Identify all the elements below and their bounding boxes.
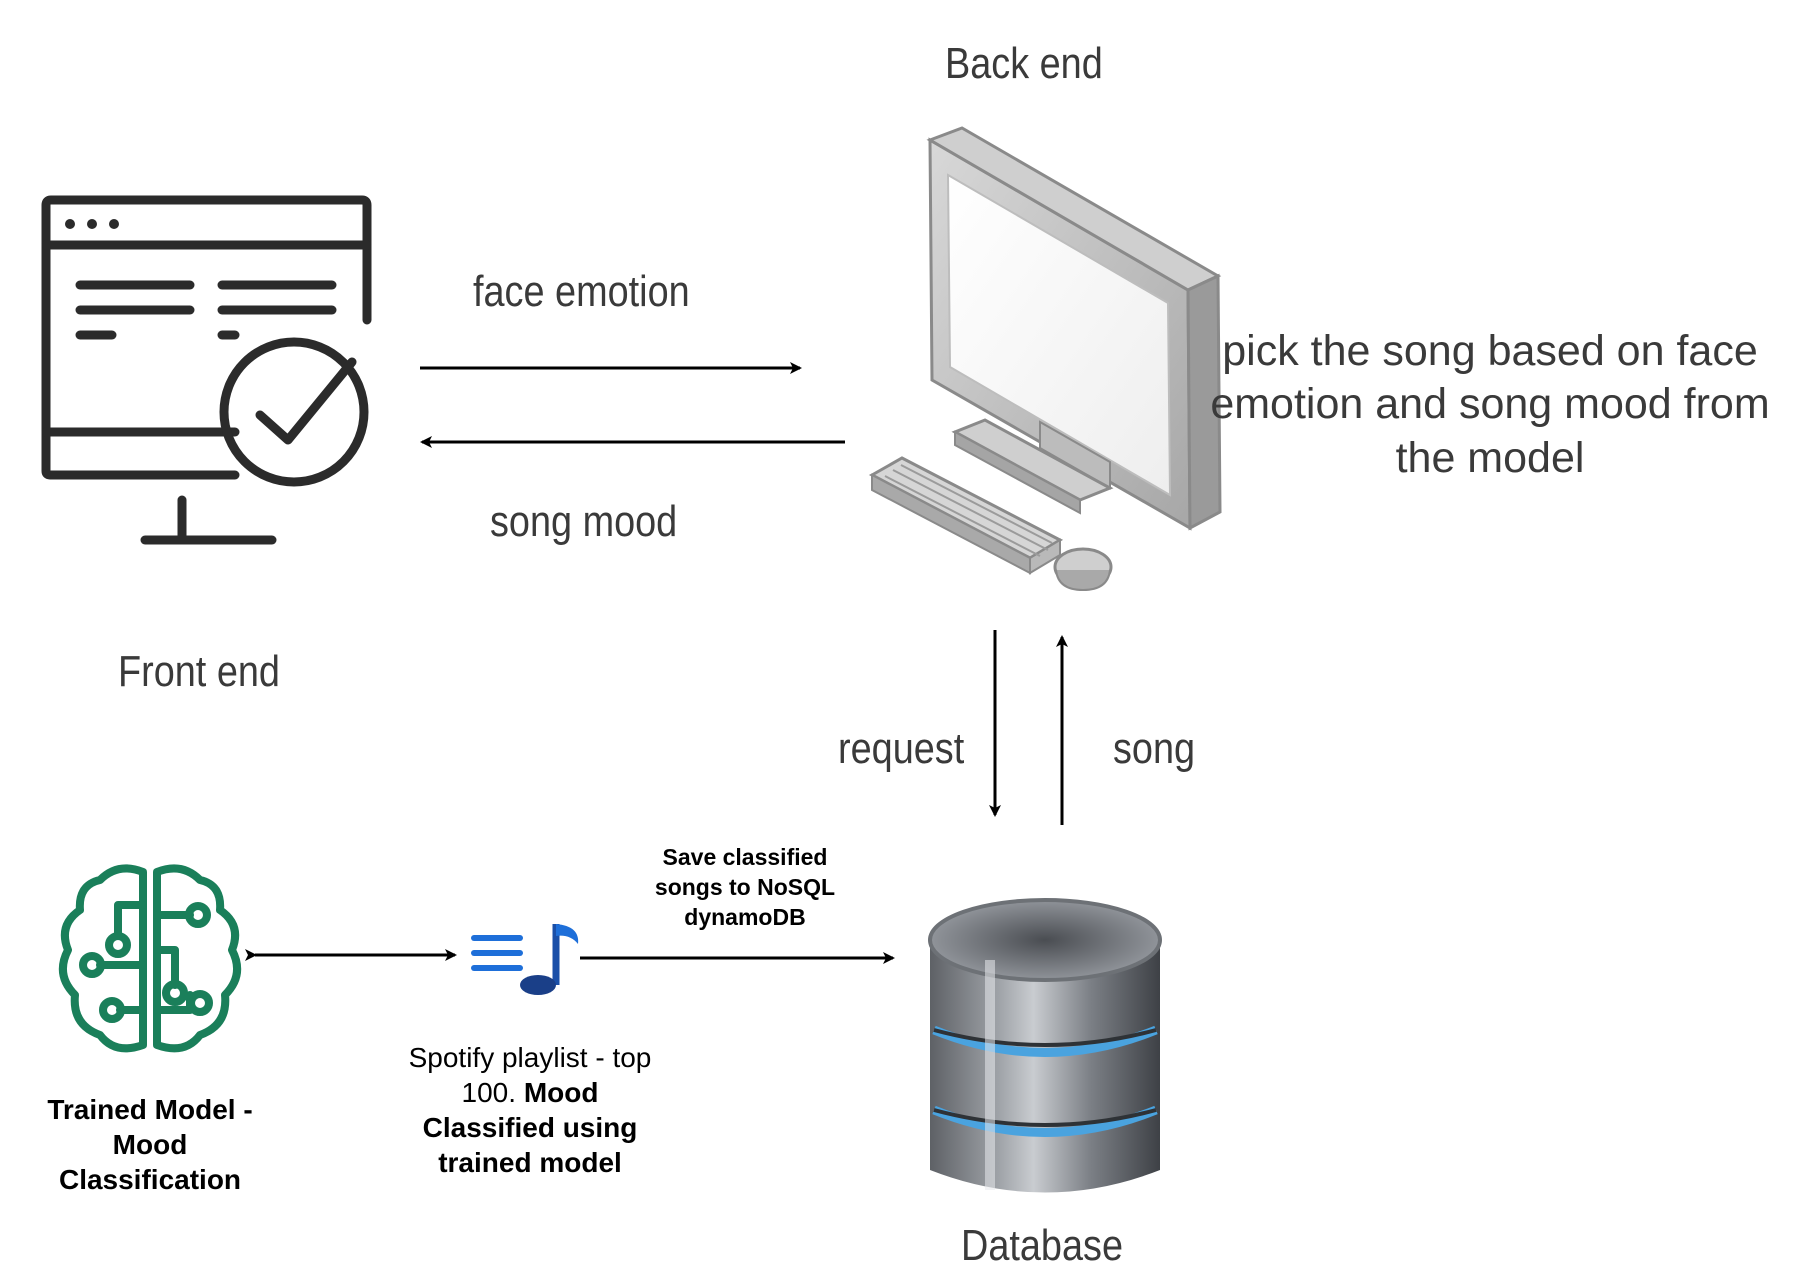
database-cylinder-icon <box>928 898 1162 1193</box>
model-label: Trained Model - Mood Classification <box>20 1092 280 1197</box>
save-label-line3: dynamoDB <box>684 903 806 930</box>
backend-note-line3: the model <box>1395 433 1585 482</box>
playlist-label-line2-plain: 100. <box>461 1077 524 1108</box>
backend-note-line1: pick the song based on face <box>1222 327 1758 375</box>
database-label: Database <box>961 1221 1123 1262</box>
request-label: request <box>838 724 965 773</box>
save-label-line1: Save classified <box>662 844 828 870</box>
model-label-line1: Trained Model - <box>47 1094 253 1125</box>
playlist-label-line4: trained model <box>438 1147 622 1178</box>
desktop-computer-icon <box>868 126 1222 592</box>
backend-note: pick the song based on face emotion and … <box>1210 325 1770 485</box>
brain-circuit-icon <box>58 864 242 1053</box>
music-list-icon <box>471 924 579 995</box>
model-label-line2: Mood <box>112 1129 188 1160</box>
face-emotion-label: face emotion <box>473 267 690 316</box>
web-app-check-icon <box>41 195 372 545</box>
playlist-label-line2: 100. Mood <box>380 1075 680 1110</box>
song-mood-label: song mood <box>490 497 678 546</box>
playlist-label: Spotify playlist - top 100. Mood Classif… <box>380 1040 680 1180</box>
model-label-line3: Classification <box>58 1164 242 1195</box>
save-label: Save classified songs to NoSQL dynamoDB <box>620 843 870 933</box>
song-label: song <box>1113 724 1196 773</box>
backend-note-line2: emotion and song mood from <box>1210 380 1770 429</box>
frontend-label: Front end <box>118 647 280 696</box>
save-label-line2: songs to NoSQL <box>654 873 836 900</box>
playlist-label-line1: Spotify playlist - top <box>408 1042 652 1073</box>
window-dots <box>65 219 119 229</box>
backend-label: Back end <box>945 39 1103 88</box>
playlist-label-line3: Classified using <box>422 1112 638 1143</box>
playlist-label-line2-bold: Mood <box>523 1077 599 1108</box>
